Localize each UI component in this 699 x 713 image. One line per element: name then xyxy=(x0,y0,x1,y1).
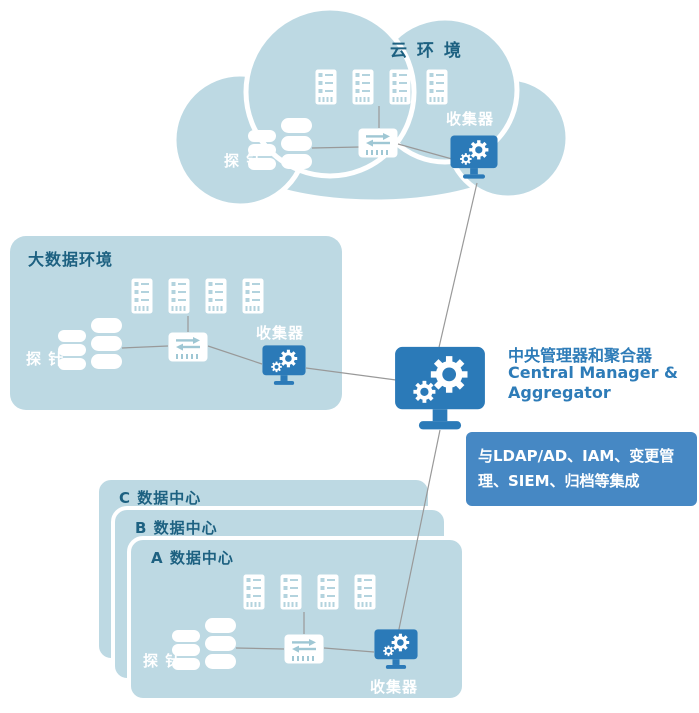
server-icon xyxy=(205,278,227,314)
cloud-collector-label: 收集器 xyxy=(446,110,495,128)
integration-note: 与LDAP/AD、IAM、变更管 理、SIEM、归档等集成 xyxy=(466,432,697,506)
bigdata-collector-label: 收集器 xyxy=(256,324,305,342)
switch-icon xyxy=(284,634,324,664)
server-icon xyxy=(426,69,448,105)
server-icon xyxy=(131,278,153,314)
server-icon xyxy=(352,69,374,105)
bigdata-probe-label: 探 针 xyxy=(26,350,65,368)
collector-monitor-icon xyxy=(374,626,418,674)
central-manager-icon xyxy=(394,346,486,434)
central-title-en-1: Central Manager & xyxy=(508,363,678,382)
server-icon xyxy=(354,574,376,610)
collector-monitor-icon xyxy=(262,342,306,390)
server-icon xyxy=(243,574,265,610)
bigdata-title: 大数据环境 xyxy=(28,250,114,269)
database-probe-icon xyxy=(172,618,236,670)
collector-monitor-icon xyxy=(450,132,498,184)
server-icon xyxy=(168,278,190,314)
datacenter-a-title: A 数据中心 xyxy=(151,549,234,567)
central-title-en-2: Aggregator xyxy=(508,383,611,402)
cloud-title: 云 环 境 xyxy=(390,41,463,61)
server-icon xyxy=(242,278,264,314)
server-icon xyxy=(317,574,339,610)
integration-line-1: 与LDAP/AD、IAM、变更管 xyxy=(478,447,675,465)
switch-icon xyxy=(168,332,208,362)
server-icon xyxy=(389,69,411,105)
integration-line-2: 理、SIEM、归档等集成 xyxy=(478,472,640,490)
server-icon xyxy=(315,69,337,105)
server-icon xyxy=(280,574,302,610)
datacenter-c-title: C 数据中心 xyxy=(119,489,202,507)
switch-icon xyxy=(358,128,398,158)
datacenter-b-title: B 数据中心 xyxy=(135,519,218,537)
datacenter-a-collector-label: 收集器 xyxy=(370,678,419,696)
cloud-probe-label: 探 针 xyxy=(224,152,263,170)
database-probe-icon xyxy=(58,318,122,370)
central-title-zh: 中央管理器和聚合器 xyxy=(508,346,653,365)
datacenter-a-probe-label: 探 针 xyxy=(143,652,182,670)
